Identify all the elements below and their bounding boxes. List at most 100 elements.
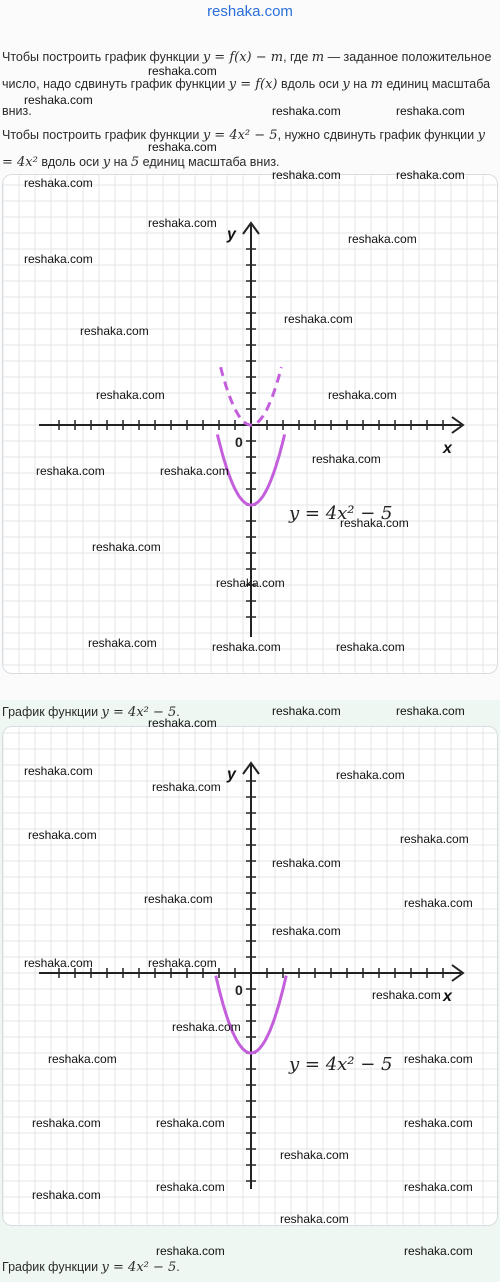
formula: y = f(x)	[228, 77, 278, 92]
graph-1-caption: График функции y = 4x² − 5.	[2, 705, 180, 720]
watermark-text: reshaka.com	[148, 140, 217, 154]
formula: y = 4x² − 5	[202, 128, 278, 143]
watermark-text: reshaka.com	[404, 1052, 473, 1066]
formula: y	[342, 77, 350, 92]
formula: y	[102, 155, 111, 170]
x-axis-arrow	[451, 416, 465, 434]
intro-text: , где	[283, 50, 312, 64]
watermark-text: reshaka.com	[312, 452, 381, 466]
equation-label: y = 4x² − 5	[288, 503, 393, 524]
intro-text: Чтобы построить график функции	[2, 128, 203, 142]
watermark-text: reshaka.com	[328, 388, 397, 402]
equation-label: y = 4x² − 5	[288, 1054, 393, 1075]
watermark-text: reshaka.com	[404, 1180, 473, 1194]
watermark-text: reshaka.com	[156, 1180, 225, 1194]
intro-text: , нужно сдвинуть график функции	[277, 128, 478, 142]
watermark-text: reshaka.com	[272, 104, 341, 118]
watermark-text: reshaka.com	[212, 640, 281, 654]
dashed-parabola-y-4x2	[219, 366, 283, 427]
watermark-text: reshaka.com	[396, 168, 465, 182]
intro-text: на	[110, 155, 131, 169]
watermark-text: reshaka.com	[24, 93, 93, 107]
caption-text: График функции	[2, 1260, 102, 1274]
intro-paragraph-2: Чтобы построить график функции y = 4x² −…	[2, 122, 496, 176]
watermark-text: reshaka.com	[336, 768, 405, 782]
watermark-text: reshaka.com	[24, 176, 93, 190]
watermark-text: reshaka.com	[32, 1188, 101, 1202]
caption-formula: y = 4x² − 5	[101, 1260, 177, 1275]
intro-text: вдоль оси	[37, 155, 103, 169]
graph-2-caption: График функции y = 4x² − 5.	[2, 1260, 180, 1275]
watermark-text: reshaka.com	[148, 64, 217, 78]
watermark-text: reshaka.com	[272, 168, 341, 182]
parabola-y-4x2-minus-5	[215, 434, 287, 507]
watermark-text: reshaka.com	[372, 988, 441, 1002]
formula: y = 4x²	[2, 128, 485, 170]
y-axis-arrow	[242, 761, 260, 775]
intro-paragraph-1: Чтобы построить график функции y = f(x) …	[2, 44, 496, 124]
watermark-text: reshaka.com	[48, 1052, 117, 1066]
formula: m	[311, 50, 325, 65]
watermark-text: reshaka.com	[216, 576, 285, 590]
watermark-text: reshaka.com	[156, 1116, 225, 1130]
intro-text: вдоль оси	[277, 77, 343, 91]
watermark-text: reshaka.com	[272, 704, 341, 718]
watermark-text: reshaka.com	[396, 704, 465, 718]
caption-formula: y = 4x² − 5	[101, 705, 177, 720]
watermark-text: reshaka.com	[80, 324, 149, 338]
watermark-text: reshaka.com	[96, 388, 165, 402]
origin-label: 0	[235, 434, 243, 450]
watermark-text: reshaka.com	[272, 856, 341, 870]
graph-1-plot: x y 0 y = 4x² − 5	[3, 175, 497, 673]
formula: m	[370, 77, 383, 92]
formula: 5	[130, 155, 140, 170]
x-axis-label: x	[442, 440, 453, 457]
watermark-text: reshaka.com	[36, 464, 105, 478]
watermark-text: reshaka.com	[32, 1116, 101, 1130]
intro-text: единиц масштаба вниз.	[2, 77, 491, 118]
watermark-text: reshaka.com	[396, 104, 465, 118]
watermark-text: reshaka.com	[404, 1116, 473, 1130]
y-axis-label: y	[226, 766, 237, 783]
watermark-text: reshaka.com	[24, 764, 93, 778]
x-axis-label: x	[442, 988, 453, 1005]
watermark-text: reshaka.com	[24, 956, 93, 970]
watermark-text: reshaka.com	[340, 516, 409, 530]
watermark-text: reshaka.com	[336, 640, 405, 654]
origin-label: 0	[235, 982, 243, 998]
watermark-text: reshaka.com	[156, 1244, 225, 1258]
y-axis-label: y	[226, 226, 237, 243]
x-axis-arrow	[451, 964, 465, 982]
caption-text: .	[176, 1260, 180, 1274]
intro-text: — заданное положительное число, надо сдв…	[2, 50, 492, 91]
watermark-text: reshaka.com	[24, 252, 93, 266]
watermark-text: reshaka.com	[272, 924, 341, 938]
watermark-text: reshaka.com	[280, 1148, 349, 1162]
site-header-link[interactable]: reshaka.com	[207, 3, 293, 20]
watermark-text: reshaka.com	[280, 1212, 349, 1226]
y-axis-arrow	[242, 221, 260, 235]
watermark-text: reshaka.com	[404, 896, 473, 910]
intro-text: Чтобы построить график функции	[2, 50, 203, 64]
watermark-text: reshaka.com	[172, 1020, 241, 1034]
watermark-text: reshaka.com	[404, 1244, 473, 1258]
watermark-text: reshaka.com	[348, 232, 417, 246]
watermark-text: reshaka.com	[160, 464, 229, 478]
intro-text: единиц масштаба вниз.	[139, 155, 280, 169]
graph-1-card: x y 0 y = 4x² − 5	[2, 174, 498, 674]
watermark-text: reshaka.com	[28, 828, 97, 842]
watermark-text: reshaka.com	[88, 636, 157, 650]
watermark-text: reshaka.com	[92, 540, 161, 554]
watermark-text: reshaka.com	[144, 892, 213, 906]
caption-text: График функции	[2, 705, 102, 719]
watermark-text: reshaka.com	[148, 216, 217, 230]
watermark-text: reshaka.com	[152, 780, 221, 794]
parabola-y-4x2-minus-5	[214, 975, 288, 1055]
watermark-text: reshaka.com	[400, 832, 469, 846]
watermark-text: reshaka.com	[148, 956, 217, 970]
graph-2-plot: x y 0 y = 4x² − 5	[3, 727, 497, 1225]
graph-2-card: x y 0 y = 4x² − 5	[2, 726, 498, 1226]
caption-text: .	[176, 705, 180, 719]
watermark-text: reshaka.com	[284, 312, 353, 326]
intro-text: на	[349, 77, 371, 91]
